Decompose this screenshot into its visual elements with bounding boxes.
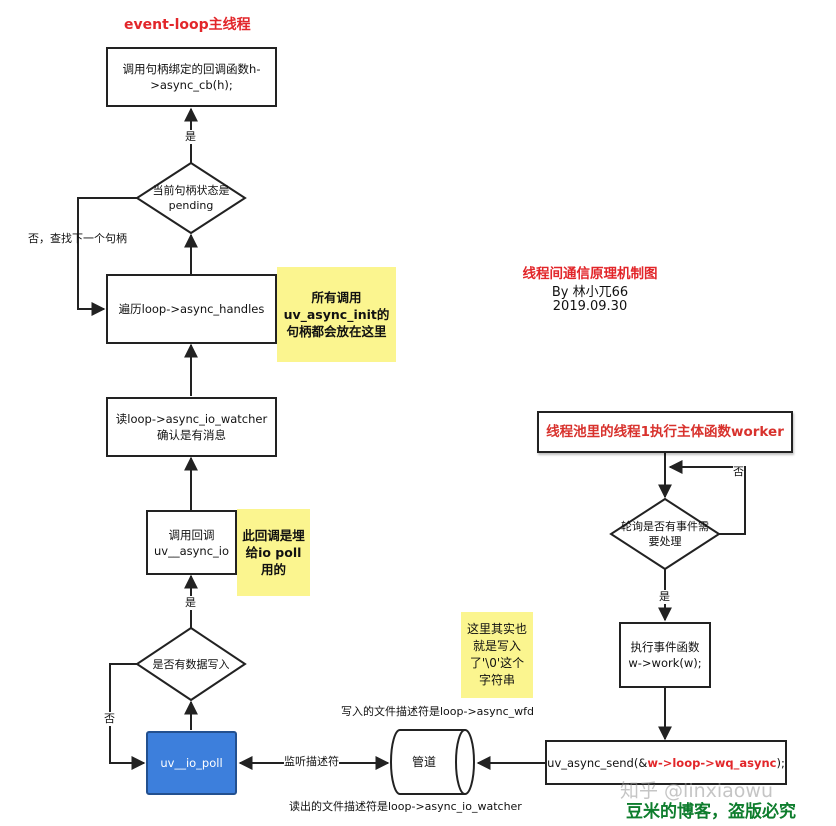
wrote-zero-note: 这里其实也就是写入了'\0'这个字符串 <box>461 612 533 698</box>
io-poll-node: uv__io_poll <box>146 731 237 795</box>
pending-check-label: 当前句柄状态是pending <box>152 184 230 212</box>
author-label: By 林小兀66 <box>551 285 629 300</box>
edge-label-no-left: 否 <box>104 712 115 726</box>
async-send-node: uv_async_send(&w->loop->wq_async); <box>545 740 787 785</box>
async-send-prefix: uv_async_send(& <box>547 755 648 770</box>
arrow-data-no-loop <box>109 663 146 770</box>
arrow-pending-no-loop <box>77 197 137 316</box>
io-poll-callback-note: 此回调是埋给io poll用的 <box>237 509 310 596</box>
pipe-label: 管道 <box>411 754 436 769</box>
data-written-label: 是否有数据写入 <box>152 657 230 671</box>
edge-label-yes-right: 是 <box>659 590 670 604</box>
traverse-node: 遍历loop->async_handles <box>106 274 277 344</box>
async-init-note: 所有调用uv_async_init的句柄都会放在这里 <box>277 267 396 362</box>
date-label: 2019.09.30 <box>552 299 628 314</box>
arrow-poll-no-loop <box>668 460 746 535</box>
call-async-io-node: 调用回调uv__async_io <box>146 510 237 575</box>
main-thread-title: event-loop主线程 <box>124 17 251 33</box>
async-send-suffix: ); <box>776 755 785 770</box>
async-send-arg: w->loop->wq_async <box>647 755 777 770</box>
poll-event-label: 轮询是否有事件需要处理 <box>621 520 709 548</box>
pipe-cylinder-shape <box>390 729 475 795</box>
zhihu-watermark: 知乎 @linxiaowu <box>620 780 774 802</box>
edge-label-listen: 监听描述符 <box>284 755 339 769</box>
read-watcher-node: 读loop->async_io_watcher确认是有消息 <box>106 397 277 457</box>
data-written-decision-shape <box>135 626 247 702</box>
pending-decision-shape <box>135 161 247 235</box>
edge-label-yes-mid: 是 <box>185 596 196 610</box>
worker-title-node: 线程池里的线程1执行主体函数worker <box>537 411 793 453</box>
edge-label-read-fd: 读出的文件描述符是loop->async_io_watcher <box>289 800 522 813</box>
diagram-title: 线程间通信原理机制图 <box>522 266 658 282</box>
callback-node: 调用句柄绑定的回调函数h->async_cb(h); <box>106 47 277 107</box>
edge-label-no-next: 否，查找下一个句柄 <box>28 232 127 245</box>
edge-label-write-fd: 写入的文件描述符是loop->async_wfd <box>341 705 535 718</box>
blog-watermark: 豆米的博客，盗版必究 <box>626 802 796 822</box>
edge-label-yes-top: 是 <box>185 130 196 144</box>
exec-work-node: 执行事件函数w->work(w); <box>619 622 711 688</box>
edge-label-no-right: 否 <box>733 465 744 479</box>
